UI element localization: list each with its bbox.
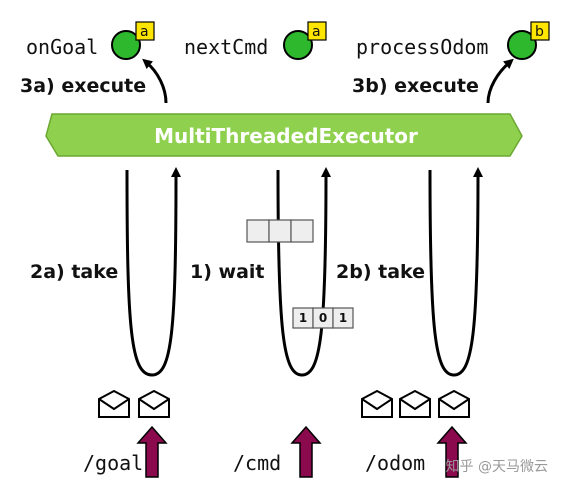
message-envelope-icon: [438, 389, 470, 418]
bit-buffer: 1 0 1: [292, 307, 354, 329]
executor-label: MultiThreadedExecutor: [154, 124, 418, 148]
topic-label-odom: /odom: [365, 451, 425, 475]
cycle-curve-cmd: [276, 167, 331, 377]
incoming-arrow-cmd: [290, 425, 322, 478]
incoming-arrow-odom: [436, 425, 468, 478]
callback-node-ongoal: a: [111, 21, 155, 60]
executor-banner: MultiThreadedExecutor: [45, 113, 523, 157]
step-take-b: 2b) take: [336, 261, 425, 283]
message-envelope-icon: [361, 389, 393, 418]
callback-label-processodom: processOdom: [356, 35, 488, 59]
badge-b: [530, 21, 550, 41]
bit-cell: 1: [339, 311, 347, 325]
badge-letter: a: [140, 24, 149, 40]
watermark: 知乎 @天马微云: [446, 458, 548, 475]
incoming-arrow-goal: [136, 425, 168, 478]
wait-buffer: [246, 219, 314, 243]
callback-node-processodom: b: [507, 21, 550, 60]
callback-label-nextcmd: nextCmd: [184, 35, 268, 59]
message-envelope-icon: [399, 389, 431, 418]
badge-letter: a: [312, 24, 321, 40]
topic-label-cmd: /cmd: [233, 451, 281, 475]
cycle-curve-odom: [428, 167, 483, 377]
message-envelope-icon: [138, 389, 170, 418]
topic-label-goal: /goal: [83, 451, 143, 475]
message-envelope-icon: [98, 389, 130, 418]
step-execute-a: 3a) execute: [20, 75, 146, 97]
cycle-curve-goal: [125, 167, 181, 377]
badge-a: [135, 21, 155, 41]
bit-cell: 1: [299, 311, 307, 325]
callback-node-nextcmd: a: [283, 21, 327, 60]
step-wait: 1) wait: [190, 261, 265, 283]
badge-a: [307, 21, 327, 41]
step-execute-b: 3b) execute: [352, 75, 479, 97]
execute-arrow-b: [486, 58, 514, 104]
callback-label-ongoal: onGoal: [26, 35, 98, 59]
execute-arrow-a: [142, 58, 168, 104]
badge-letter: b: [535, 24, 544, 40]
bit-cell: 0: [319, 311, 327, 325]
step-take-a: 2a) take: [30, 261, 118, 283]
